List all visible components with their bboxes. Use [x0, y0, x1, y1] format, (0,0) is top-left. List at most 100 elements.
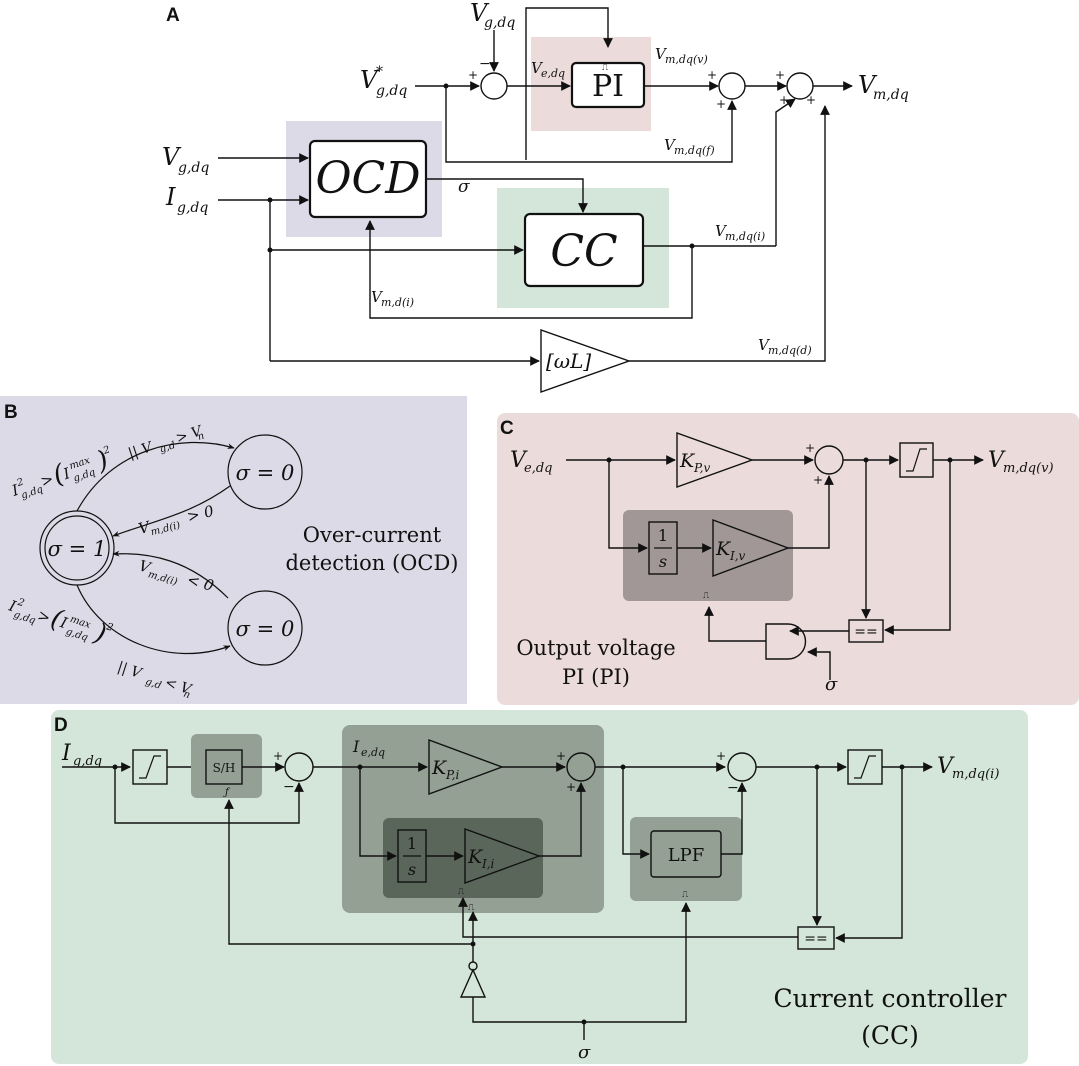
state-sigma0-bottom-label: σ = 0 [236, 617, 295, 641]
cc-block-label: CC [550, 226, 617, 277]
svg-text:e,dq: e,dq [541, 67, 565, 80]
svg-text:K: K [431, 757, 448, 779]
state-sigma1-inner [44, 515, 110, 581]
kii-gain [464, 827, 542, 885]
sigma-to-lpf [472, 902, 691, 1023]
cc-comparator [797, 926, 835, 950]
lpf-out-wire [721, 782, 747, 855]
kpv-label: K P,v [679, 450, 710, 475]
svg-text:g,dq: g,dq [376, 83, 407, 99]
cc-output-saturation-curve [854, 755, 876, 779]
sample-hold-label: S/H [213, 761, 236, 775]
vmdi-feedback-wire [365, 220, 693, 319]
svg-text:2: 2 [101, 444, 111, 457]
panel-a: A V g,dq V * g,dq V g,dq I g,dq + − [162, 0, 909, 393]
svg-text:e,dq: e,dq [361, 746, 385, 759]
lpf-input-wire [622, 767, 650, 859]
svg-text:|| V: || V [115, 659, 145, 682]
vmd-wire [629, 105, 830, 362]
svg-text:V: V [664, 136, 677, 154]
cc-sum1-plus: + [273, 749, 283, 763]
svg-text:m,dq(i): m,dq(i) [725, 230, 765, 243]
cc-pi-sum-plus-a: + [556, 749, 566, 763]
svg-text:m,dq(i): m,dq(i) [952, 767, 999, 782]
cc-integrator-input [359, 767, 397, 861]
svg-text:>: > [35, 606, 53, 627]
transition-to-bottom [76, 584, 231, 654]
svg-text:g,dq: g,dq [73, 754, 102, 769]
panel-c-caption-1: Output voltage [516, 636, 675, 660]
vmf-wire [445, 86, 737, 163]
svg-text:V: V [655, 45, 668, 63]
vmf-label: V m,dq(f) [664, 136, 715, 157]
svg-text:V: V [988, 448, 1006, 473]
lpf-block-label: LPF [668, 845, 705, 866]
sum-error-plus: + [468, 68, 478, 82]
pi-reset-symbol-c: ⎍ [703, 591, 710, 601]
svg-text:2: 2 [15, 597, 25, 610]
svg-text:g,d: g,d [158, 440, 177, 455]
svg-text:I: I [165, 183, 176, 211]
panel-c-caption-2: PI (PI) [562, 665, 630, 689]
panel-b-caption-2: detection (OCD) [285, 551, 458, 575]
svg-text:m,dq(v): m,dq(v) [1003, 461, 1054, 476]
svg-text:P,i: P,i [445, 768, 459, 782]
junction-sigma-d [581, 1019, 587, 1025]
cc-sum1-minus: − [283, 779, 295, 795]
lpf-reset-symbol: ⎍ [682, 890, 689, 900]
pi-sum-plus-b: + [813, 473, 823, 487]
svg-text:K: K [467, 846, 484, 868]
vmd-label: V m,dq(d) [758, 336, 812, 357]
pi-block [570, 61, 646, 109]
svg-text:I,v: I,v [729, 549, 746, 563]
panel-b-tag: B [4, 402, 18, 423]
pi-integrator-region [623, 510, 793, 601]
vmi-to-sum [775, 98, 796, 246]
state-sigma0-top [227, 434, 303, 510]
transition-top-back [112, 485, 231, 537]
vmdi-label: V m,d(i) [371, 288, 414, 309]
cc-feedback-wire [114, 767, 304, 824]
svg-text:I: I [61, 741, 72, 766]
svg-text:I,i: I,i [481, 857, 495, 871]
svg-text:V: V [470, 0, 490, 27]
post-sat-to-eq [884, 460, 951, 635]
svg-text:*: * [376, 64, 383, 80]
svg-text:m,dq(v): m,dq(v) [665, 53, 708, 66]
sum2-plus-a: + [707, 68, 717, 82]
and-to-reset [704, 606, 766, 642]
svg-text:|| V: || V [126, 439, 156, 462]
svg-text:V: V [360, 66, 380, 94]
panel-d: D I g,dq S/H ƒ + − I e,dq K [51, 710, 1028, 1064]
svg-text:V: V [371, 288, 384, 306]
sum2-plus-b: + [716, 97, 726, 111]
sh-trigger-symbol: ƒ [223, 787, 231, 798]
pi-and-gate [765, 623, 807, 660]
kiv-gain [712, 518, 791, 578]
cc-integrator-num: 1 [407, 834, 417, 853]
svg-text:P,v: P,v [693, 461, 710, 475]
sum3-plus-b: + [779, 93, 789, 107]
svg-text:m,dq(d): m,dq(d) [768, 344, 812, 357]
ve-label: V e,dq [531, 59, 565, 80]
svg-text:g,dq: g,dq [178, 160, 209, 176]
kpv-gain [676, 432, 755, 488]
sum-error [480, 72, 508, 100]
svg-text:g,dq: g,dq [177, 200, 208, 216]
kiv-label: K I,v [715, 538, 746, 563]
kpi-label: K P,i [431, 757, 459, 782]
pi-integrator-num: 1 [658, 526, 668, 545]
panel-d-tag: D [54, 715, 68, 736]
svg-text:V: V [758, 336, 771, 354]
vg-star-label: V * g,dq [360, 64, 407, 99]
svg-text:V: V [162, 143, 182, 171]
svg-text:n: n [196, 431, 206, 443]
kiv-out-wire [788, 475, 834, 549]
svg-text:e,dq: e,dq [524, 461, 552, 476]
kii-out-wire [539, 782, 586, 857]
vmv-label: V m,dq(v) [655, 45, 708, 66]
kii-label: K I,i [467, 846, 495, 871]
svg-text:m,dq(f): m,dq(f) [674, 144, 715, 157]
cc-lpf-sum-plus: + [716, 749, 726, 763]
pi-comparator-label: == [854, 624, 877, 640]
